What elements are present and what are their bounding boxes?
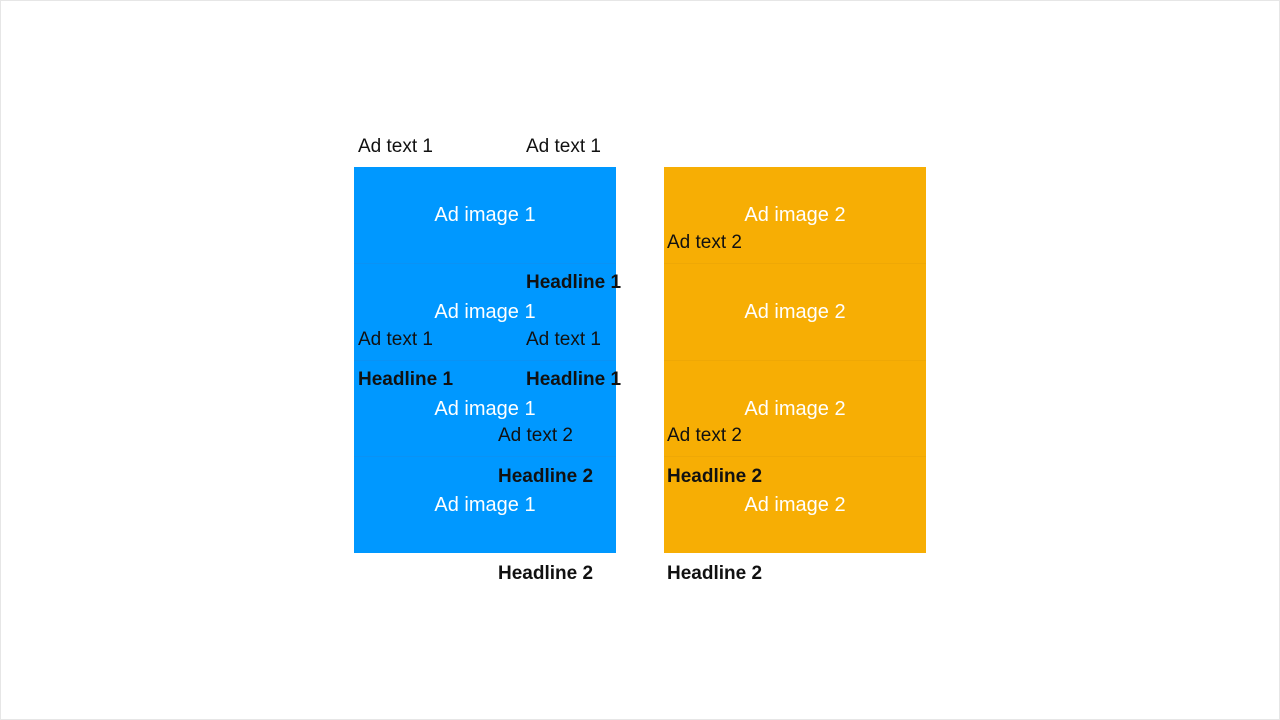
ad1-image-label: Ad image 1 <box>434 203 536 226</box>
ad-text-label: Ad text 2 <box>667 232 742 253</box>
ad1-image-cell: Ad image 1 <box>354 457 616 553</box>
ad-text-label: Ad text 1 <box>526 329 601 350</box>
headline-label: Headline 2 <box>667 466 763 487</box>
ad1-image-column: Ad image 1 Ad image 1 Ad image 1 Ad imag… <box>354 167 616 553</box>
ad2-image-cell: Ad image 2 <box>664 457 926 553</box>
ad-text-label: Ad text 2 <box>498 425 573 446</box>
headline-label: Headline 1 <box>526 369 622 390</box>
ad1-divider <box>354 263 616 264</box>
ad2-divider <box>664 456 926 457</box>
ad2-image-label: Ad image 2 <box>744 203 846 226</box>
ad2-image-label: Ad image 2 <box>744 493 846 516</box>
ad2-image-cell: Ad image 2 <box>664 167 926 263</box>
ad1-image-label: Ad image 1 <box>434 397 536 420</box>
ad-text-label: Ad text 2 <box>667 425 742 446</box>
ad1-image-label: Ad image 1 <box>434 493 536 516</box>
ad1-image-label: Ad image 1 <box>434 300 536 323</box>
headline-label: Headline 1 <box>526 272 622 293</box>
ad2-divider <box>664 360 926 361</box>
ad2-image-label: Ad image 2 <box>744 300 846 323</box>
ad-text-label: Ad text 1 <box>358 329 433 350</box>
ad1-image-cell: Ad image 1 <box>354 264 616 360</box>
ad-text-label: Ad text 1 <box>526 136 601 157</box>
ad1-image-cell: Ad image 1 <box>354 167 616 263</box>
ad1-divider <box>354 360 616 361</box>
ad2-image-column: Ad image 2 Ad image 2 Ad image 2 Ad imag… <box>664 167 926 553</box>
ad2-divider <box>664 263 926 264</box>
headline-label: Headline 2 <box>667 563 763 584</box>
headline-label: Headline 1 <box>358 369 454 390</box>
ad-text-label: Ad text 1 <box>358 136 433 157</box>
ad1-divider <box>354 456 616 457</box>
ad1-image-cell: Ad image 1 <box>354 361 616 457</box>
headline-label: Headline 2 <box>498 563 594 584</box>
headline-label: Headline 2 <box>498 466 594 487</box>
ad2-image-cell: Ad image 2 <box>664 264 926 360</box>
ad2-image-cell: Ad image 2 <box>664 361 926 457</box>
ad2-image-label: Ad image 2 <box>744 397 846 420</box>
